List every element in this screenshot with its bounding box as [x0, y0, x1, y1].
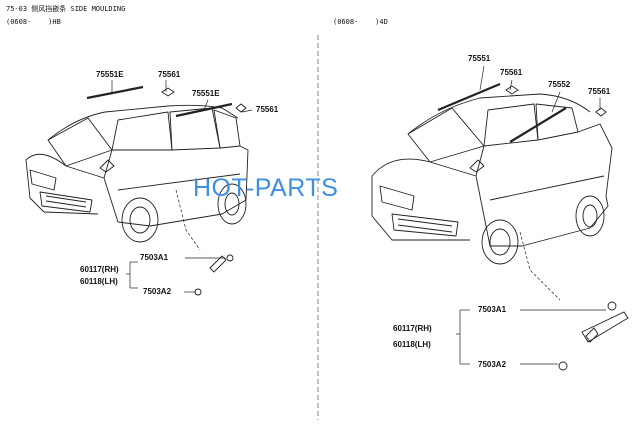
sedan-bolt-upper: [607, 301, 617, 311]
sedan-clip-top: [505, 85, 519, 95]
sedan-label-75551: 75551: [468, 54, 491, 63]
hb-bolt-upper: [226, 254, 234, 262]
hb-label-75561-side: 75561: [256, 105, 279, 114]
sedan-front-moulding: [437, 82, 501, 112]
hb-label-75551e-rear: 75551E: [192, 89, 220, 98]
sedan-bolt-lower: [558, 361, 568, 371]
hb-bolt-lower: [194, 288, 202, 296]
hb-label-60118-lh: 60118(LH): [80, 277, 118, 286]
hb-label-60117-rh: 60117(RH): [80, 265, 119, 274]
hb-label-75551e-front: 75551E: [96, 70, 124, 79]
sedan-label-7503a1: 7503A1: [478, 305, 507, 314]
hb-label-7503a2: 7503A2: [143, 287, 172, 296]
sedan-side-trim: [581, 311, 629, 343]
hb-clip-top: [161, 87, 175, 97]
hatchback-car: [25, 85, 249, 251]
left-model-range: (0608- )HB: [6, 18, 61, 26]
sedan-label-75561-side: 75561: [588, 87, 611, 96]
hb-label-7503a1: 7503A1: [140, 253, 169, 262]
sedan-label-75561-top: 75561: [500, 68, 523, 77]
sedan-label-75552: 75552: [548, 80, 571, 89]
right-model-range: (0608- )4D: [333, 18, 388, 26]
sedan-rear-moulding: [509, 107, 567, 143]
sedan-car: [371, 82, 613, 301]
hb-clip-side: [235, 103, 247, 113]
hb-front-moulding: [86, 85, 144, 100]
hb-side-trim: [209, 255, 227, 273]
hb-leader-lines: [111, 80, 253, 293]
hb-label-75561-top: 75561: [158, 70, 181, 79]
watermark-text: HOT-PARTS: [193, 174, 339, 202]
sedan-clip-side: [595, 107, 607, 117]
sedan-label-60117-rh: 60117(RH): [393, 324, 432, 333]
sedan-leader-lines: [456, 65, 606, 365]
sedan-label-60118-lh: 60118(LH): [393, 340, 431, 349]
diagram-title: 75-03 侧风挡嵌条 SIDE MOULDING: [6, 5, 126, 13]
sedan-label-7503a2: 7503A2: [478, 360, 507, 369]
